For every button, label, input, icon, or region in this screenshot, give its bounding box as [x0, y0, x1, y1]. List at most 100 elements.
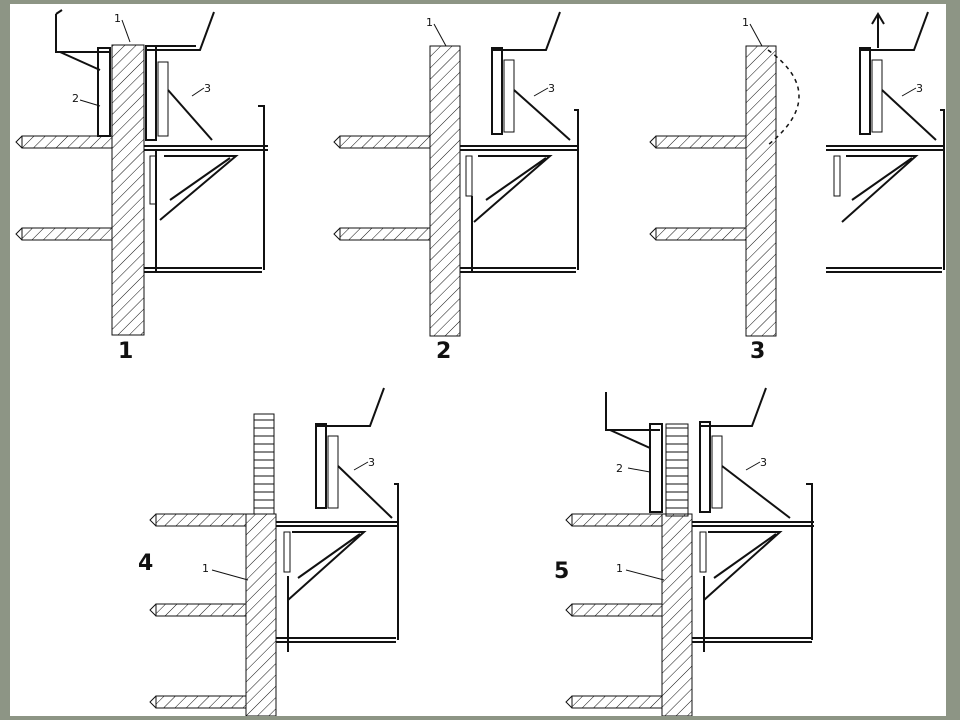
callout-2: 2 — [72, 92, 79, 105]
formwork-panel — [315, 423, 327, 509]
bracket-column — [283, 531, 291, 573]
slab-break-upper — [649, 135, 657, 149]
diagonal-brace-3 — [513, 89, 571, 141]
bracket-platform — [144, 145, 268, 221]
new-wall-reinforcement — [253, 413, 275, 515]
slab-middle — [155, 603, 247, 617]
slab-break-lower — [333, 227, 341, 241]
slab-break-upper — [565, 513, 573, 527]
bracket-column — [465, 155, 473, 197]
guard-rail-right — [258, 105, 265, 270]
leader-1 — [433, 23, 447, 47]
stage-1: 1 2 3 1 — [15, 9, 268, 364]
drawing-sheet: 1 2 3 1 1 — [10, 4, 946, 717]
slab-break-upper — [149, 513, 157, 527]
formwork-backing — [711, 435, 723, 509]
leader-1 — [121, 19, 131, 43]
leader-3 — [191, 87, 205, 97]
left-platform-rail — [55, 14, 110, 71]
slab-lower — [655, 227, 747, 241]
callout-1: 1 — [616, 562, 623, 575]
formwork-backing — [157, 61, 169, 137]
top-platform — [492, 11, 561, 51]
leader-3 — [353, 461, 369, 471]
callout-3: 3 — [548, 82, 555, 95]
stage-label: 5 — [554, 559, 569, 584]
bracket-platform — [692, 521, 814, 601]
top-platform — [860, 11, 929, 51]
stage-label: 2 — [436, 339, 451, 364]
climbing-formwork-diagram: 1 2 3 1 1 — [15, 9, 945, 717]
slab-break-lower — [649, 227, 657, 241]
leader-1 — [625, 569, 665, 581]
slab-upper — [155, 513, 247, 527]
stage-label: 3 — [750, 339, 765, 364]
callout-1: 1 — [114, 12, 121, 25]
slab-middle — [571, 603, 663, 617]
callout-1: 1 — [742, 16, 749, 29]
leader-3 — [901, 87, 917, 97]
left-platform-rail — [605, 392, 660, 449]
new-wall-cast — [665, 423, 689, 517]
bracket-column — [833, 155, 841, 197]
stage-label: 4 — [138, 551, 153, 576]
slab-lower — [339, 227, 431, 241]
top-platform — [146, 11, 215, 51]
stage-2: 1 3 2 — [333, 11, 579, 364]
left-handrail — [55, 9, 63, 15]
hanging-platform — [144, 150, 262, 273]
diagonal-brace-3 — [721, 465, 791, 519]
slab-break-lower — [149, 695, 157, 709]
callout-3: 3 — [204, 82, 211, 95]
slab-break-upper — [333, 135, 341, 149]
stage-4: 3 1 4 — [138, 387, 399, 717]
slab-lower — [571, 695, 663, 709]
callout-3: 3 — [368, 456, 375, 469]
guard-rail-right — [806, 483, 813, 640]
formwork-panel-left — [649, 423, 663, 513]
wall — [245, 513, 277, 717]
formwork-backing — [327, 435, 339, 509]
formwork-panel-left — [97, 47, 111, 137]
callout-3: 3 — [760, 456, 767, 469]
lift-arrow — [871, 12, 885, 48]
callout-3: 3 — [916, 82, 923, 95]
hanging-platform — [276, 576, 396, 652]
callout-1: 1 — [426, 16, 433, 29]
bracket-platform — [460, 145, 578, 223]
climb-arc — [767, 49, 800, 146]
slab-upper — [571, 513, 663, 527]
wall — [745, 45, 777, 337]
slab-upper — [21, 135, 113, 149]
leader-2 — [79, 99, 101, 107]
slab-break-upper — [15, 135, 23, 149]
slab-break-lower — [15, 227, 23, 241]
formwork-backing — [503, 59, 515, 133]
wall — [111, 44, 145, 336]
formwork-panel — [491, 47, 503, 135]
slab-break-lower — [565, 695, 573, 709]
diagonal-brace-3 — [167, 89, 213, 141]
top-platform — [700, 387, 767, 427]
guard-rail-right — [940, 109, 945, 270]
leader-1 — [749, 23, 763, 47]
formwork-panel-right — [145, 45, 157, 141]
leader-3 — [745, 461, 761, 471]
slab-upper — [339, 135, 431, 149]
formwork-backing — [871, 59, 883, 133]
callout-1: 1 — [202, 562, 209, 575]
bracket-platform — [276, 521, 398, 601]
slab-break-middle — [565, 603, 573, 617]
top-platform — [316, 387, 385, 427]
diagonal-brace-3 — [881, 89, 937, 141]
slab-lower — [21, 227, 113, 241]
bracket-column — [699, 531, 707, 573]
slab-lower — [155, 695, 247, 709]
slab-upper — [655, 135, 747, 149]
wall — [661, 513, 693, 717]
formwork-panel-right — [699, 421, 711, 513]
guard-rail-right — [574, 109, 579, 270]
wall — [429, 45, 461, 337]
hanging-platform — [692, 576, 812, 652]
formwork-panel — [859, 47, 871, 135]
